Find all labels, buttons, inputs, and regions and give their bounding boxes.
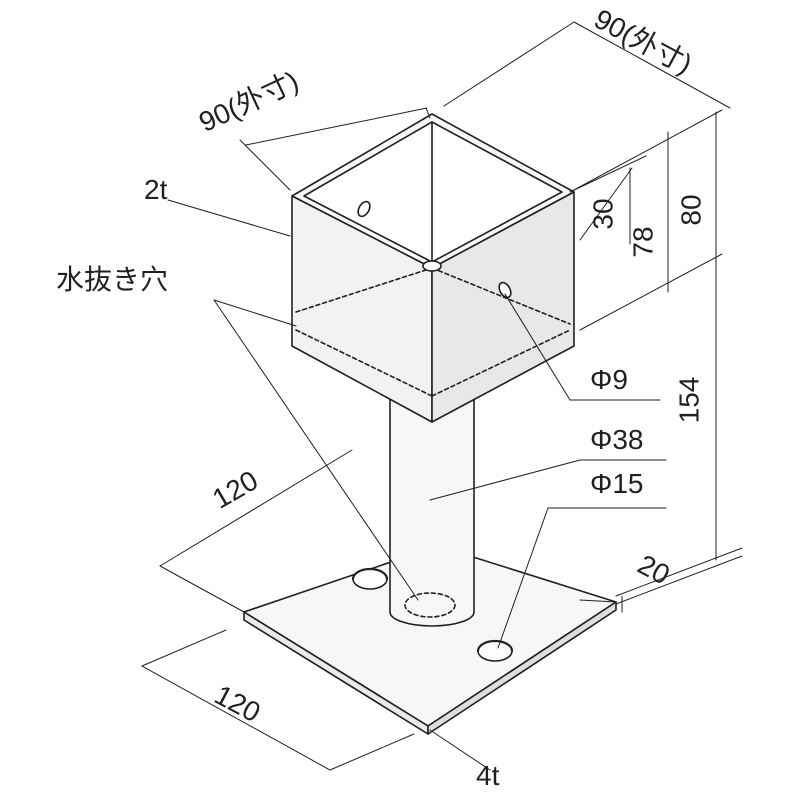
dimension-lines [141, 21, 743, 771]
base-thickness-label: 4t [476, 760, 500, 791]
hole-phi9-label: Φ9 [590, 364, 628, 395]
pipe [389, 391, 475, 627]
height-78-label: 78 [627, 226, 659, 258]
upper-box [291, 113, 575, 423]
height-154-label: 154 [673, 376, 705, 424]
base-hole-left [351, 567, 389, 590]
pipe-phi38-label: Φ38 [590, 424, 644, 455]
box-thickness-label: 2t [144, 174, 168, 205]
base-hole-right [476, 639, 514, 662]
height-30-label: 30 [587, 198, 619, 230]
base-plate [243, 545, 617, 735]
height-80-label: 80 [675, 194, 707, 226]
drain-hole-label: 水抜き穴 [56, 264, 169, 295]
hole-phi15-label: Φ15 [590, 468, 644, 499]
